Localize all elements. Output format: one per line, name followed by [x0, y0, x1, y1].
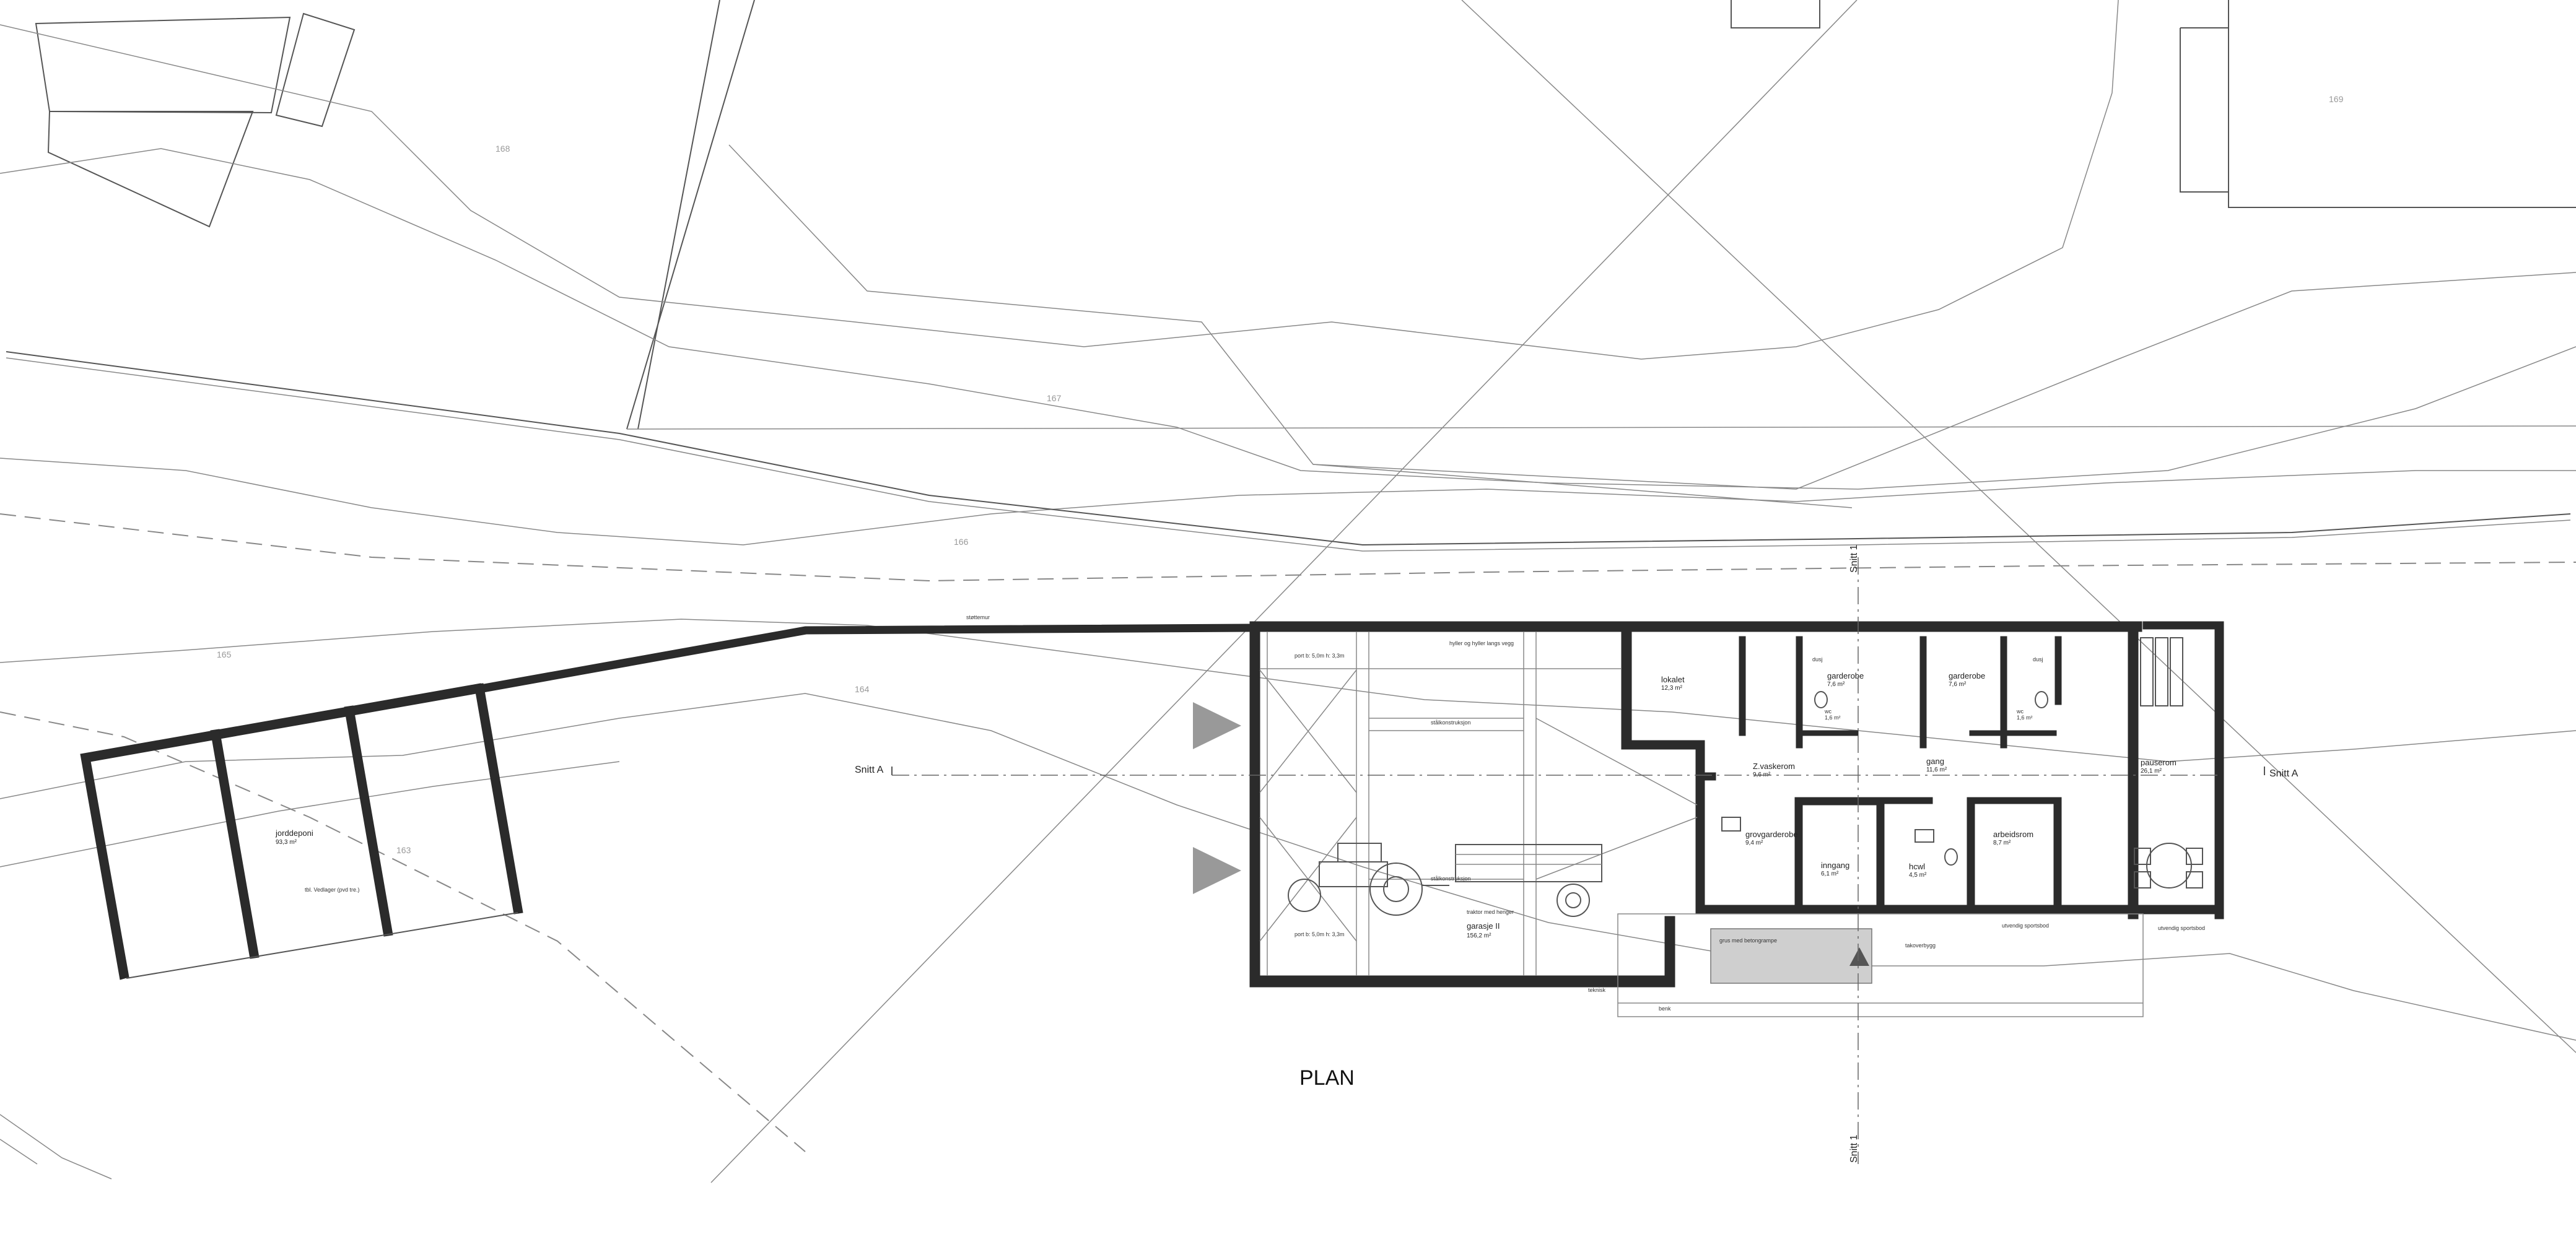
room-area-inngang: 6,1 m² [1821, 871, 1839, 877]
arrow-icon [1193, 702, 1241, 749]
room-area-garage: 156,2 m² [1467, 932, 1491, 939]
room-name-dusj-1: dusj [1812, 656, 1823, 663]
road [626, 0, 755, 430]
ramp-area [1710, 928, 1872, 984]
room-name-jorddeponi: jorddeponi [275, 828, 313, 838]
sanitary-fixtures [1721, 691, 2048, 866]
room-name-garderobe-1: garderobe [1827, 671, 1864, 680]
contour-label-165: 165 [217, 650, 232, 659]
contour-label-163: 163 [396, 845, 411, 855]
section-a-left-label: Snitt A [855, 765, 884, 775]
fence-line [6, 351, 2571, 552]
ramp-label: grus med betongrampe [1719, 937, 1777, 944]
retaining-wall: støttemur [480, 614, 1252, 693]
shelves-label: hyller og hyller langs vegg [1449, 640, 1514, 646]
room-area-wc-2: 1,6 m² [2017, 715, 2033, 721]
tractor-with-trailer-icon [1288, 843, 1602, 917]
garage-interior: port b: 5,0m h: 3,3m port b: 5,0m h: 3,3… [1259, 632, 1698, 976]
outdoor-storage-label: utvendig sportsbod [2002, 923, 2049, 929]
port-label-2: port b: 5,0m h: 3,3m [1295, 931, 1345, 937]
contour-labels: 168 167 166 165 164 163 169 [217, 94, 2344, 855]
port-label-1: port b: 5,0m h: 3,3m [1295, 653, 1345, 659]
steel-structure-label-2: stålkonstruksjon [1431, 876, 1471, 882]
room-name-grovgarderobe: grovgarderobe [1745, 830, 1798, 839]
section-a-right-label: Snitt A [2269, 768, 2299, 779]
room-name-garage: garasje II [1467, 921, 1500, 931]
ramp-arrow-icon [1849, 947, 1869, 966]
room-name-wc-1: wc [1824, 708, 1832, 715]
terrace: grus med betongrampe takoverbygg utvendi… [1588, 913, 2205, 1017]
steel-structure-label: stålkonstruksjon [1431, 719, 1471, 726]
soil-deposit-bays: jorddeponi 93,3 m² tbl. Vedlager (pvd tr… [80, 683, 523, 980]
section-lines: Snitt A Snitt A Snitt 1 Snitt 1 [855, 545, 2299, 1164]
room-area-jorddeponi: 93,3 m² [276, 839, 297, 846]
room-area-wc-1: 1,6 m² [1825, 715, 1841, 721]
contour-label-169: 169 [2329, 94, 2344, 104]
section-1-top-label: Snitt 1 [1849, 545, 1859, 573]
building-walls [1249, 621, 2224, 988]
room-name-dusj-2: dusj [2033, 656, 2043, 663]
retaining-wall-label: støttemur [966, 614, 990, 620]
technical-label: teknisk [1588, 987, 1606, 993]
room-name-pauserom: pauserom [2141, 758, 2177, 767]
room-area-grovgarderobe: 9,4 m² [1745, 840, 1763, 846]
property-lines [626, 0, 2576, 1183]
room-area-garderobe-2: 7,6 m² [1949, 681, 1967, 688]
tractor-label: traktor med henger [1467, 909, 1514, 915]
contour-label-164: 164 [855, 684, 870, 694]
room-area-lokaler: 12,3 m² [1661, 685, 1683, 692]
soil-deposit-note: tbl. Vedlager (pvd tre.) [305, 887, 360, 893]
contour-label-166: 166 [954, 537, 969, 547]
arrow-icon [1193, 847, 1241, 894]
drawing-title: PLAN [1299, 1066, 1355, 1090]
section-1-bottom-label: Snitt 1 [1849, 1135, 1859, 1163]
contour-lines [0, 0, 2576, 1180]
room-area-hcwc: 4,5 m² [1909, 872, 1927, 879]
canopy-label: takoverbygg [1905, 942, 1936, 949]
outdoor-storage-label-2: utvendig sportsbod [2158, 925, 2205, 931]
room-name-gang: gang [1926, 757, 1944, 766]
contour-label-168: 168 [496, 144, 510, 154]
garage-entry-arrows [1193, 702, 1241, 894]
room-name-inngang: inngang [1821, 861, 1849, 870]
room-name-vaskerom: Z.vaskerom [1753, 762, 1795, 771]
room-name-garderobe-2: garderobe [1949, 671, 1985, 680]
room-area-pauserom: 26,1 m² [2141, 768, 2162, 775]
contour-label-167: 167 [1047, 393, 1062, 403]
room-name-arbeidsrom: arbeidsrom [1993, 830, 2033, 839]
room-area-gang: 11,6 m² [1926, 767, 1947, 773]
existing-building-topleft [35, 12, 356, 228]
room-name-lokaler: lokalet [1661, 675, 1685, 684]
existing-building-topright [1731, 0, 2576, 208]
room-area-arbeidsrom: 8,7 m² [1993, 840, 2011, 846]
break-room-furniture [2134, 637, 2203, 889]
room-labels: Z.vaskerom 9,6 m² lokalet 12,3 m² grovga… [1661, 656, 2177, 879]
room-name-hcwc: hcwl [1909, 862, 1925, 871]
room-area-garderobe-1: 7,6 m² [1827, 681, 1845, 688]
bench-label: benk [1659, 1006, 1671, 1012]
room-name-wc-2: wc [2016, 708, 2024, 715]
